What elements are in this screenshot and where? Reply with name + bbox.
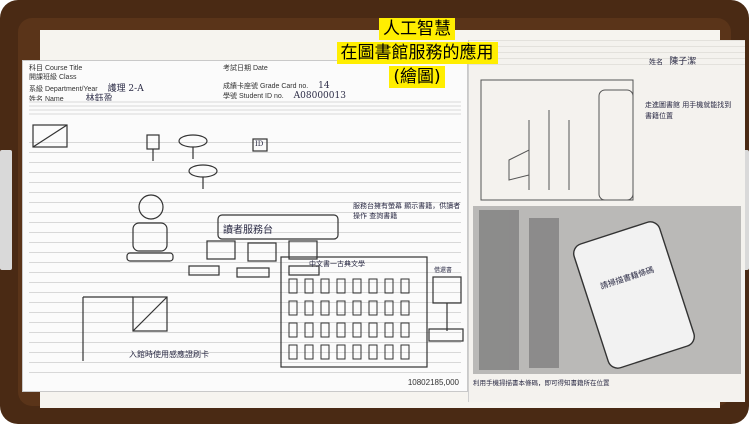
annotation-right: 服務台擁有螢幕 顯示書籍，供讀者操作 查詢書籍 [353, 202, 461, 220]
id-badge: ID [255, 140, 264, 148]
lined-area [29, 133, 461, 373]
card-value: 14 [318, 81, 330, 91]
right-name-value: 陳子潔 [669, 57, 697, 67]
phone-icon [573, 221, 695, 369]
checkout-screen [432, 276, 462, 304]
right-header-band [469, 40, 745, 66]
right-name-row: 姓名 陳子潔 [649, 54, 696, 67]
slide-title: 人工智慧 在圖書館服務的應用 (繪圖) [317, 17, 517, 99]
annotation-bottom: 入館時使用感應證刷卡 [129, 350, 209, 359]
right-caption-top: 走進圖書館 用手機就能找到書籍位置 [645, 101, 732, 120]
right-caption-bottom: 利用手機掃描書本條碼，即可得知書籍所在位置 [473, 379, 610, 387]
bookshelf-sign: 中文書一古典文學 [309, 260, 365, 268]
wall-panel [32, 124, 68, 148]
right-drawing-sheet: 姓名 陳子潔 走進圖書館 用手機就能找到書籍位置 請掃描書籍條碼 利用手機掃描書… [468, 40, 745, 402]
name-row: 姓名 Name 林鈺盈 [29, 91, 113, 104]
bookshelf-icon [280, 256, 428, 368]
service-desk-sign: 讀者服務台 [223, 225, 273, 236]
student-row: 學號 Student ID no. A08000013 [223, 91, 346, 101]
robot-icon [138, 194, 164, 220]
title-line-2: 在圖書館服務的應用 [336, 42, 498, 64]
checkout-sign: 借還書 [434, 267, 453, 274]
date-label: 考試日期 Date [223, 65, 268, 72]
phone-frame-top [598, 89, 634, 201]
student-label: 學號 Student ID no. [223, 93, 284, 100]
sheet-footer-code: 10802185,000 [407, 378, 459, 387]
class-label: 開課班級 Class [29, 74, 77, 81]
card-row: 成績卡座號 Grade Card no. 14 [223, 81, 330, 91]
title-line-3: (繪圖) [389, 66, 445, 88]
student-value: A08000013 [293, 91, 346, 101]
left-sketch [32, 124, 464, 368]
dept-row: 系級 Department/Year 護理 2-A [29, 81, 144, 94]
dept-label: 系級 Department/Year [29, 86, 98, 93]
card-label: 成績卡座號 Grade Card no. [223, 83, 309, 90]
instructions-band [29, 101, 461, 115]
shelf-slots [288, 278, 410, 360]
name-label: 姓名 Name [29, 96, 64, 103]
service-desk [217, 214, 339, 240]
course-title-label: 科目 Course Title [29, 65, 83, 72]
kiosk-screen [146, 134, 160, 150]
right-sketch [473, 79, 741, 374]
left-edge-tab [0, 150, 12, 270]
dept-value: 護理 2-A [107, 84, 144, 94]
name-value: 林鈺盈 [85, 94, 113, 104]
title-line-1: 人工智慧 [379, 18, 455, 40]
left-drawing-sheet: 科目 Course Title 開課班級 Class 系級 Department… [22, 60, 468, 392]
right-name-label: 姓名 [649, 58, 663, 66]
